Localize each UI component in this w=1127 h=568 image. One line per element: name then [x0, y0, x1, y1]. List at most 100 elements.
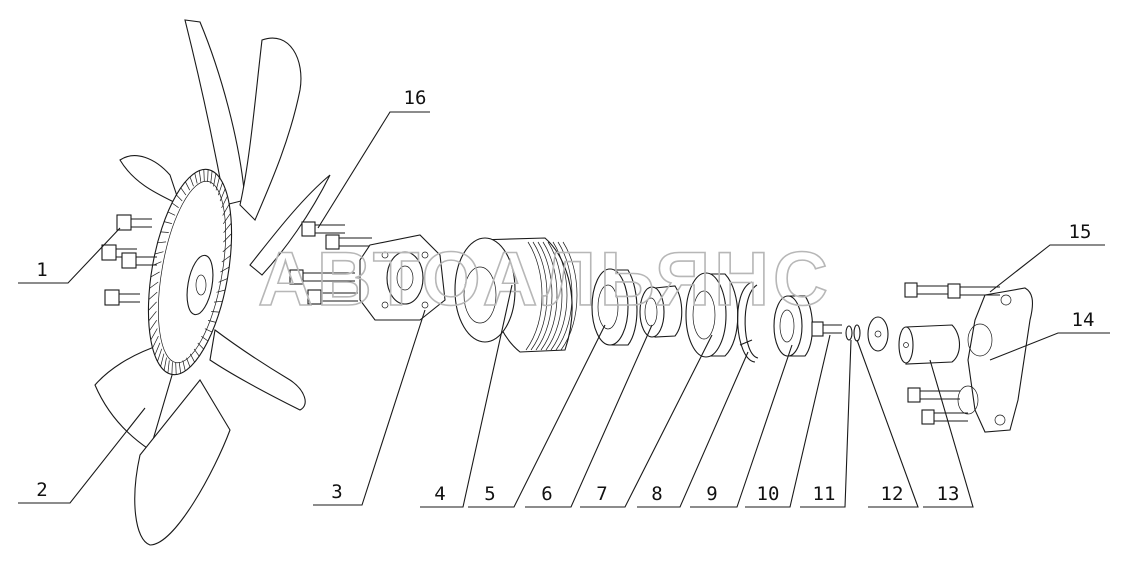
shroud-rib — [215, 177, 220, 191]
shroud-rib — [208, 320, 216, 323]
shroud-rib — [198, 170, 202, 182]
callout-13: 13 — [923, 359, 974, 508]
shroud-rib — [154, 342, 161, 356]
callout-14: 14 — [989, 309, 1110, 361]
shroud-rib — [217, 182, 223, 196]
shroud-rib — [211, 311, 220, 313]
bolt — [921, 409, 968, 425]
shroud-rib — [171, 202, 179, 208]
svg-text:4: 4 — [434, 483, 445, 505]
fan-hub — [186, 254, 214, 316]
shroud-rib — [221, 255, 231, 263]
callout-labels: 1 2 3 4 5 6 7 8 — [18, 87, 1110, 508]
bolt — [325, 234, 372, 250]
bolt — [289, 269, 355, 285]
shroud-rib — [148, 311, 157, 322]
shaft-13 — [898, 324, 961, 365]
shroud-rib — [222, 204, 230, 216]
shroud-rib — [223, 213, 231, 224]
bolt — [907, 387, 960, 403]
callout-11: 11 — [800, 339, 852, 508]
shroud-rib — [182, 360, 186, 371]
bracket-14 — [957, 287, 1034, 433]
shroud-rib — [150, 271, 160, 278]
shroud-rib — [180, 187, 187, 196]
pulley-groove — [530, 241, 548, 351]
shroud-rib — [152, 335, 159, 349]
washer-11 — [845, 325, 853, 341]
svg-text:2: 2 — [36, 479, 47, 501]
svg-text:1: 1 — [36, 259, 47, 281]
callout-12: 12 — [856, 339, 919, 508]
bolt — [904, 282, 950, 298]
bearing-7 — [685, 272, 739, 358]
shroud-rib — [207, 169, 209, 182]
pulley-groove — [560, 241, 578, 351]
pulley-groove — [550, 241, 568, 351]
callout-15: 15 — [989, 221, 1105, 293]
shroud-rib — [219, 188, 226, 202]
shroud-rib — [164, 221, 172, 224]
callout-10: 10 — [745, 334, 831, 508]
svg-text:6: 6 — [541, 483, 552, 505]
bolt-10 — [811, 321, 842, 337]
shroud-rib — [163, 357, 167, 371]
callout-8: 8 — [637, 351, 749, 508]
shroud-rib — [194, 173, 198, 184]
svg-text:3: 3 — [331, 481, 342, 503]
shroud-rib — [204, 328, 213, 333]
shroud-rib — [148, 301, 157, 311]
shroud-rib — [203, 169, 205, 182]
bracket-bolts — [904, 282, 1000, 425]
fan-bolts — [101, 214, 157, 306]
fan-assembly — [94, 19, 331, 546]
callout-5: 5 — [468, 324, 606, 508]
shroud-rib — [189, 353, 195, 363]
shroud-rib — [160, 231, 169, 233]
svg-text:9: 9 — [706, 483, 717, 505]
callout-9: 9 — [690, 344, 793, 508]
shroud-rib — [178, 362, 182, 374]
shroud-rib — [150, 328, 158, 340]
shroud-rib — [189, 176, 194, 187]
callout-2: 2 — [18, 407, 146, 504]
shroud-rib — [223, 233, 232, 243]
snap-ring-8 — [737, 281, 759, 363]
fan-hub-center — [195, 274, 207, 296]
fan-blade-bottom-left — [94, 344, 176, 451]
shroud-rib — [186, 357, 191, 368]
hub-bolts — [289, 221, 372, 305]
shroud-rib — [220, 266, 230, 273]
pulley-groove — [540, 241, 558, 351]
svg-text:11: 11 — [813, 483, 836, 505]
shroud-rib — [148, 291, 158, 300]
shroud-rib — [185, 181, 191, 191]
pulley — [454, 237, 578, 353]
pulley-groove — [545, 241, 563, 351]
bolt — [116, 214, 152, 231]
shroud-rib — [149, 320, 157, 331]
shroud-rib — [210, 170, 213, 184]
bolt — [121, 252, 157, 269]
bolt — [307, 289, 358, 305]
shroud-rib — [197, 342, 204, 350]
shroud-rib — [218, 278, 228, 283]
watermark: АВТОАЛЬЯНС — [258, 237, 832, 322]
shroud-rib — [222, 244, 232, 253]
svg-text:16: 16 — [404, 87, 427, 109]
fan-blade-top-right — [239, 37, 302, 221]
callout-16: 16 — [317, 87, 430, 229]
callout-1: 1 — [18, 227, 121, 284]
shroud-rib — [216, 289, 226, 293]
washer-large — [867, 316, 889, 352]
shroud-rib — [176, 194, 183, 202]
pulley-grooves — [525, 241, 578, 351]
fan-blade-right — [249, 174, 331, 276]
shroud-rib — [223, 222, 232, 233]
svg-text:12: 12 — [881, 483, 904, 505]
svg-text:8: 8 — [651, 483, 662, 505]
pulley-groove — [525, 241, 543, 351]
shroud-rib — [157, 241, 167, 244]
fan-blade-bottom — [134, 379, 231, 546]
